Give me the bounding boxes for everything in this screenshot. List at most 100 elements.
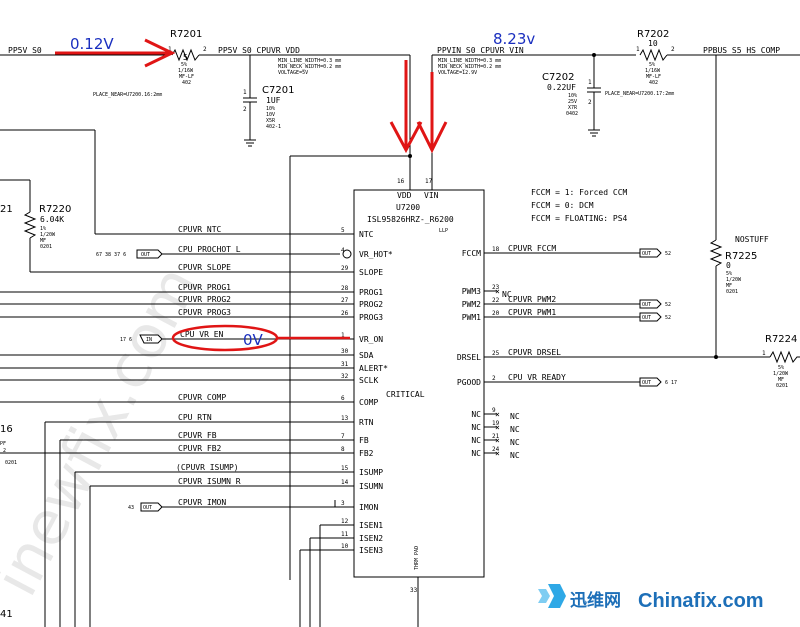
svg-text:16: 16 bbox=[397, 178, 405, 185]
pin-isen1: ISEN1 bbox=[359, 521, 383, 530]
pin-number: 10 bbox=[341, 543, 349, 550]
pin-number: 2 bbox=[492, 375, 496, 382]
pin-number: 5 bbox=[341, 227, 345, 234]
svg-text:1/20W: 1/20W bbox=[726, 277, 742, 283]
net-cpuvr-pwm2: CPUVR_PWM2 bbox=[508, 295, 556, 304]
pin-prog3: PROG3 bbox=[359, 313, 383, 322]
pin-prog1: PROG1 bbox=[359, 288, 383, 297]
svg-text:NC: NC bbox=[510, 425, 520, 434]
net-cpuvr-fb: CPUVR_FB bbox=[178, 431, 217, 440]
ic-ref: U7200 bbox=[396, 203, 420, 212]
net-cpuvr-prog2: CPUVR_PROG2 bbox=[178, 295, 231, 304]
annotation-vin-voltage: 8.23v bbox=[493, 30, 535, 48]
svg-text:1/20W: 1/20W bbox=[773, 371, 789, 377]
svg-text:1: 1 bbox=[636, 46, 640, 53]
pin-pwm1-20: PWM1 bbox=[462, 313, 481, 322]
svg-text:17: 17 bbox=[425, 178, 433, 185]
pin-isump: ISUMP bbox=[359, 468, 383, 477]
pin-imon: IMON bbox=[359, 503, 378, 512]
pin-number: 13 bbox=[341, 415, 349, 422]
pin-comp: COMP bbox=[359, 398, 378, 407]
pin-vrhot: VR_HOT* bbox=[359, 250, 393, 259]
net-cpuvr-ntc: CPUVR_NTC bbox=[178, 225, 222, 234]
pin-number: 9 bbox=[492, 407, 496, 414]
svg-text:MIN_NECK_WIDTH=0.2 mm: MIN_NECK_WIDTH=0.2 mm bbox=[278, 64, 341, 70]
pin-drsel-25: DRSEL bbox=[457, 353, 481, 362]
svg-text:×: × bbox=[495, 410, 500, 419]
annotation-enable-voltage: 0V bbox=[243, 331, 264, 349]
r7202-ref: R7202 bbox=[637, 29, 669, 40]
svg-text:1/20W: 1/20W bbox=[40, 232, 56, 238]
svg-text:0201: 0201 bbox=[726, 289, 738, 295]
pin-number: 3 bbox=[341, 500, 345, 507]
pin-number: 32 bbox=[341, 373, 349, 380]
net-cpuvr-slope: CPUVR_SLOPE bbox=[178, 263, 231, 272]
red-annotations bbox=[55, 38, 448, 352]
ic-part: ISL95826HRZ-_R6200 bbox=[367, 215, 454, 224]
svg-text:1%: 1% bbox=[40, 226, 46, 232]
svg-text:OUT: OUT bbox=[642, 302, 651, 308]
svg-text:MF-LF: MF-LF bbox=[646, 74, 661, 80]
pin-number: 7 bbox=[341, 433, 345, 440]
pin-nc-9: NC bbox=[471, 410, 481, 419]
svg-text:NC: NC bbox=[502, 290, 512, 299]
net-cpuvr-drsel: CPUVR_DRSEL bbox=[508, 348, 561, 357]
svg-text:5%: 5% bbox=[649, 62, 655, 68]
svg-text:0201: 0201 bbox=[5, 460, 17, 466]
svg-text:67 38 37 6: 67 38 37 6 bbox=[96, 252, 126, 258]
partial-ref-41: 41 bbox=[0, 609, 13, 620]
pin-number: 28 bbox=[341, 285, 349, 292]
svg-text:PF: PF bbox=[0, 441, 6, 447]
pin-number: 26 bbox=[341, 310, 349, 317]
svg-text:52: 52 bbox=[665, 251, 671, 257]
svg-text:×: × bbox=[495, 449, 500, 458]
svg-text:IN: IN bbox=[146, 337, 152, 343]
svg-text:X5R: X5R bbox=[266, 118, 276, 124]
svg-text:5%: 5% bbox=[181, 62, 187, 68]
r7201-ref: R7201 bbox=[170, 29, 202, 40]
pin-alert: ALERT* bbox=[359, 364, 388, 373]
pin-nc-19: NC bbox=[471, 423, 481, 432]
svg-text:10V: 10V bbox=[266, 112, 275, 118]
net-cpu-vr-en: CPU_VR_EN bbox=[180, 330, 224, 339]
r7225-note: NOSTUFF bbox=[735, 235, 769, 244]
svg-text:1: 1 bbox=[243, 89, 247, 96]
svg-text:NC: NC bbox=[510, 438, 520, 447]
pin-number: 20 bbox=[492, 310, 500, 317]
logo-en-text: Chinafix.com bbox=[638, 590, 764, 612]
svg-text:402-1: 402-1 bbox=[266, 124, 281, 130]
pin-number: 8 bbox=[341, 446, 345, 453]
r7201-place-note: PLACE_NEAR=U7200.16:2mm bbox=[93, 92, 162, 98]
net-cpuvr-prog1: CPUVR_PROG1 bbox=[178, 283, 231, 292]
svg-text:10%: 10% bbox=[568, 93, 577, 99]
svg-text:25V: 25V bbox=[568, 99, 577, 105]
partial-ref-21: 21 bbox=[0, 204, 13, 215]
pin-number: 30 bbox=[341, 348, 349, 355]
svg-text:1: 1 bbox=[168, 46, 172, 53]
pin-number: 1 bbox=[341, 332, 345, 339]
fccm-note-3: FCCM = FLOATING: PS4 bbox=[531, 214, 628, 223]
svg-text:2: 2 bbox=[203, 46, 207, 53]
c7202-ref: C7202 bbox=[542, 72, 574, 83]
svg-text:OUT: OUT bbox=[143, 505, 152, 511]
pin-vron: VR_ON bbox=[359, 335, 383, 344]
fccm-note-1: FCCM = 1: Forced CCM bbox=[531, 188, 628, 197]
pin-isen2: ISEN2 bbox=[359, 534, 383, 543]
pin-number: 27 bbox=[341, 297, 349, 304]
svg-text:MF-LF: MF-LF bbox=[179, 74, 194, 80]
pin-fccm-18: FCCM bbox=[462, 249, 481, 258]
net-ppbus-s5-hs-comp: PPBUS_S5_HS_COMP bbox=[703, 46, 780, 55]
svg-text:10%: 10% bbox=[266, 106, 275, 112]
svg-text:MIN_LINE_WIDTH=0.3 mm: MIN_LINE_WIDTH=0.3 mm bbox=[438, 58, 501, 64]
net-cpuvr-isump: (CPUVR_ISUMP) bbox=[176, 463, 239, 472]
svg-text:VOLTAGE=5V: VOLTAGE=5V bbox=[278, 70, 308, 76]
svg-text:MIN_LINE_WIDTH=0.3 mm: MIN_LINE_WIDTH=0.3 mm bbox=[278, 58, 341, 64]
pin-ntc: NTC bbox=[359, 230, 374, 239]
net-pp5v-s0-cpuvr-vdd: PP5V_S0_CPUVR_VDD bbox=[218, 46, 300, 55]
r7202-value: 10 bbox=[648, 39, 658, 48]
svg-text:0201: 0201 bbox=[776, 383, 788, 389]
logo-cn-text: 迅维网 bbox=[570, 590, 621, 611]
svg-text:1/16W: 1/16W bbox=[178, 68, 194, 74]
net-cpuvr-imon: CPUVR_IMON bbox=[178, 498, 226, 507]
r7225-ref: R7225 bbox=[725, 251, 757, 262]
